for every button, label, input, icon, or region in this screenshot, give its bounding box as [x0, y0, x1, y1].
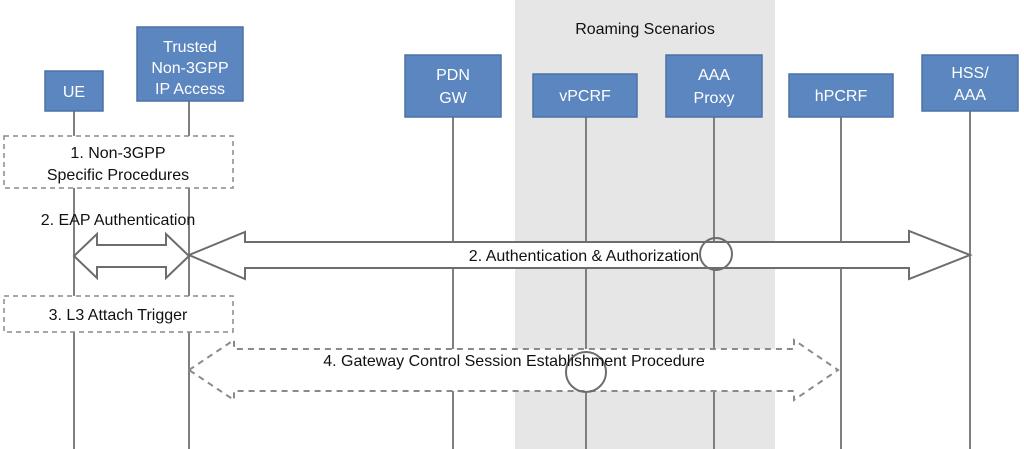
node-hpcrf: hPCRF	[788, 73, 894, 118]
gateway-control-session-arrow: 4. Gateway Control Session Establishment…	[187, 338, 840, 402]
step-1-line-2: Specific Procedures	[47, 167, 189, 184]
node-hss-aaa: HSS/ AAA	[921, 54, 1019, 112]
node-aaa-proxy: AAA Proxy	[665, 54, 763, 118]
node-ue-label: UE	[63, 84, 85, 101]
aaa-proxy-intercept-marker	[699, 237, 733, 271]
step-2-eap-label: 2. EAP Authentication	[41, 212, 195, 229]
step-3-label: 3. L3 Attach Trigger	[49, 307, 188, 324]
node-trusted-access: Trusted Non-3GPP IP Access	[136, 26, 244, 102]
node-trusted-access-line-2: Non-3GPP	[151, 60, 228, 77]
node-aaa-proxy-line-2: Proxy	[694, 90, 735, 107]
node-aaa-proxy-line-1: AAA	[698, 67, 730, 84]
node-vpcrf: vPCRF	[532, 73, 638, 118]
step-2-auth-label: 2. Authentication & Authorization	[469, 248, 699, 265]
authentication-authorization-arrow: 2. Authentication & Authorization	[186, 229, 973, 281]
node-trusted-access-line-3: IP Access	[155, 81, 225, 98]
lifelines	[73, 100, 971, 449]
node-trusted-access-line-1: Trusted	[163, 39, 217, 56]
step-3-box: 3. L3 Attach Trigger	[3, 295, 234, 333]
node-vpcrf-label: vPCRF	[559, 88, 611, 105]
step-4-label: 4. Gateway Control Session Establishment…	[323, 353, 705, 370]
node-hss-aaa-line-2: AAA	[954, 87, 986, 104]
node-ue: UE	[44, 70, 104, 112]
eap-authentication-arrow	[72, 231, 191, 281]
node-pdn-gw: PDN GW	[404, 54, 502, 118]
node-hpcrf-label: hPCRF	[815, 88, 868, 105]
roaming-region-label: Roaming Scenarios	[575, 21, 715, 38]
node-pdn-gw-line-1: PDN	[436, 67, 470, 84]
node-hss-aaa-line-1: HSS/	[951, 65, 989, 82]
vpcrf-intercept-marker	[565, 351, 607, 393]
node-pdn-gw-line-2: GW	[439, 90, 467, 107]
step-1-line-1: 1. Non-3GPP	[70, 145, 165, 162]
step-1-box: 1. Non-3GPP Specific Procedures	[3, 135, 234, 189]
